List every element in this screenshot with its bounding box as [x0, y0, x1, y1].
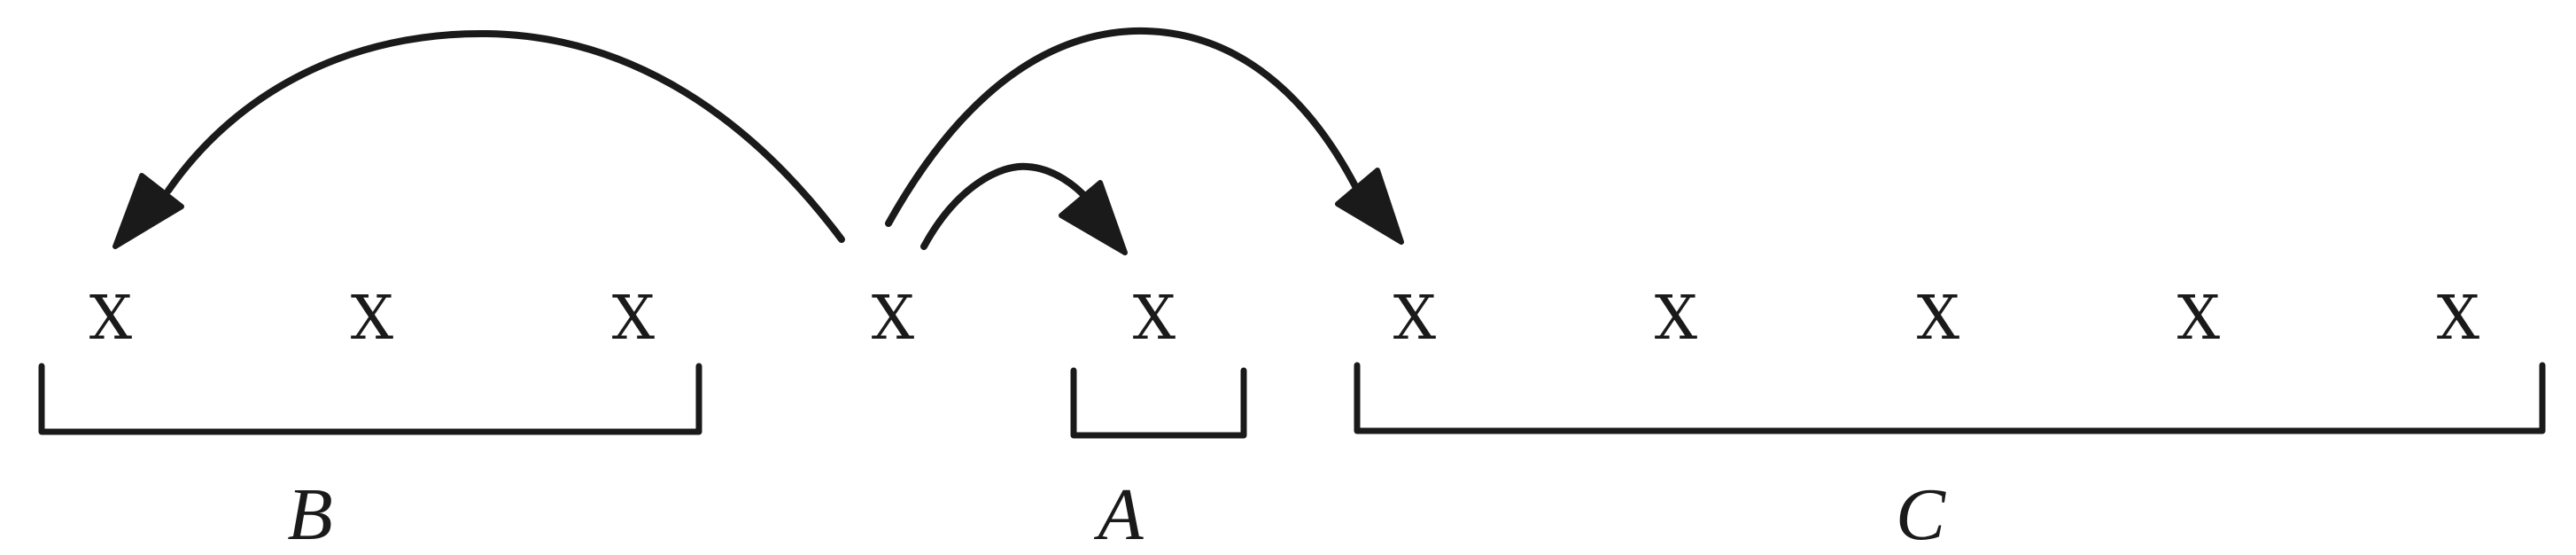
- arrowhead-right: [1335, 168, 1404, 245]
- arc-long-left: [165, 29, 845, 243]
- bracket-c: [1354, 362, 2546, 434]
- x-mark-7: X: [1655, 284, 1698, 354]
- x-row: X X X X X X X X X X: [89, 284, 2480, 354]
- x-mark-10: X: [2437, 284, 2480, 354]
- arrowhead-left: [113, 173, 184, 249]
- x-mark-5: X: [1133, 284, 1176, 354]
- group-labels: B A C: [287, 473, 1946, 555]
- movement-arrows: [113, 27, 1404, 255]
- arc-short: [920, 162, 1091, 250]
- arrow-to-fifth-x: [920, 162, 1128, 255]
- x-mark-6: X: [1393, 284, 1437, 354]
- group-label-b: B: [287, 473, 332, 555]
- bracket-a: [1070, 367, 1247, 439]
- group-label-c: C: [1896, 473, 1946, 555]
- x-mark-3: X: [612, 284, 656, 354]
- bracket-b: [38, 363, 702, 435]
- arc-long-right: [885, 27, 1359, 227]
- group-label-a: A: [1093, 473, 1144, 555]
- x-mark-8: X: [1917, 284, 1960, 354]
- arrow-to-sixth-x: [885, 27, 1404, 245]
- arrow-to-first-x: [113, 29, 845, 249]
- x-mark-9: X: [2177, 284, 2221, 354]
- arrowhead-middle: [1059, 180, 1128, 255]
- x-mark-4: X: [872, 284, 915, 354]
- group-brackets: [38, 362, 2546, 439]
- x-mark-2: X: [351, 284, 394, 354]
- x-mark-1: X: [89, 284, 133, 354]
